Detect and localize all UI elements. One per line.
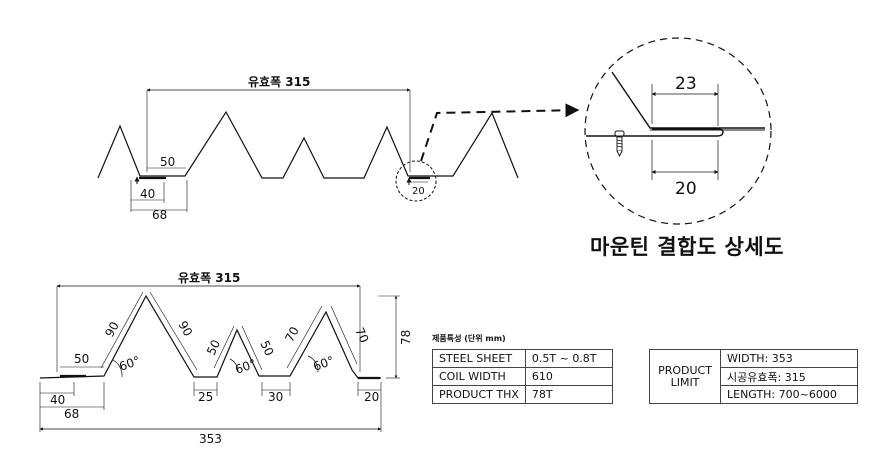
limit-label-line2: LIMIT — [670, 375, 700, 389]
top-dim-50: 50 — [160, 155, 175, 169]
bottom-dim-50-right: 50 — [257, 338, 276, 358]
bottom-dim-50: 50 — [74, 352, 89, 366]
bottom-dim-20: 20 — [364, 390, 379, 404]
top-dim-20: 20 — [412, 186, 425, 197]
table-row: PRODUCT LIMIT WIDTH: 353 — [649, 349, 858, 404]
bottom-dim-90-right: 90 — [175, 319, 195, 339]
spec-label: COIL WIDTH — [432, 367, 526, 386]
bottom-angle-60-c: 60° — [311, 353, 336, 373]
detail-view: 23 20 — [584, 37, 772, 225]
spec-value: 78T — [524, 385, 613, 404]
detail-dim-23: 23 — [675, 74, 697, 94]
screw-icon — [614, 130, 625, 158]
spec-caption: 제품특성 (단위 mm) — [432, 334, 506, 343]
detail-reference-circle — [395, 160, 437, 202]
bottom-dim-353: 353 — [199, 432, 222, 446]
detail-leader-arrow — [420, 103, 580, 162]
limit-value: WIDTH: 353 — [720, 349, 858, 368]
top-dim-68: 68 — [152, 208, 167, 222]
top-profile: 유효폭 315 50 40 68 20 — [97, 75, 580, 222]
bottom-profile-outline — [39, 294, 381, 379]
limit-value: LENGTH: 700~6000 — [720, 385, 858, 404]
bottom-angle-60-b: 60° — [233, 356, 258, 376]
table-row: STEEL SHEET 0.5T ~ 0.8T — [432, 349, 613, 368]
spec-label: STEEL SHEET — [432, 349, 526, 368]
top-effective-width-label: 유효폭 315 — [248, 75, 310, 89]
bottom-angle-60-a: 60° — [117, 353, 142, 373]
detail-dim-20: 20 — [675, 179, 697, 199]
detail-title: 마운틴 결합도 상세도 — [590, 235, 785, 259]
spec-value: 610 — [524, 367, 613, 386]
bottom-dim-50-left: 50 — [204, 338, 223, 358]
bottom-effective-width-label: 유효폭 315 — [178, 271, 240, 285]
top-dim-40: 40 — [140, 187, 155, 201]
limit-table: PRODUCT LIMIT WIDTH: 353 시공유효폭: 315 LENG… — [649, 349, 858, 404]
table-row: PRODUCT THX 78T — [432, 385, 613, 404]
limit-label-line1: PRODUCT — [658, 363, 712, 377]
detail-circle — [584, 37, 772, 225]
spec-label: PRODUCT THX — [432, 385, 526, 404]
table-row: LENGTH: 700~6000 — [650, 385, 858, 404]
bottom-dim-68: 68 — [64, 407, 79, 421]
spec-value: 0.5T ~ 0.8T — [524, 349, 613, 368]
spec-table: STEEL SHEET 0.5T ~ 0.8T COIL WIDTH 610 P… — [432, 349, 613, 404]
limit-label: PRODUCT LIMIT — [649, 349, 721, 404]
table-row: COIL WIDTH 610 — [432, 367, 613, 386]
bottom-dim-25: 25 — [198, 390, 213, 404]
bottom-dim-90-left: 90 — [102, 319, 122, 339]
top-profile-outline — [97, 110, 519, 179]
bottom-dim-78: 78 — [399, 330, 413, 345]
limit-value: 시공유효폭: 315 — [720, 367, 858, 386]
bottom-profile: 유효폭 315 50 40 68 90 90 60° 25 50 50 60° — [39, 271, 413, 446]
bottom-dim-30: 30 — [268, 390, 283, 404]
bottom-dim-70-left: 70 — [282, 324, 302, 344]
bottom-dim-70-right: 70 — [352, 325, 371, 345]
bottom-dim-40: 40 — [50, 393, 65, 407]
